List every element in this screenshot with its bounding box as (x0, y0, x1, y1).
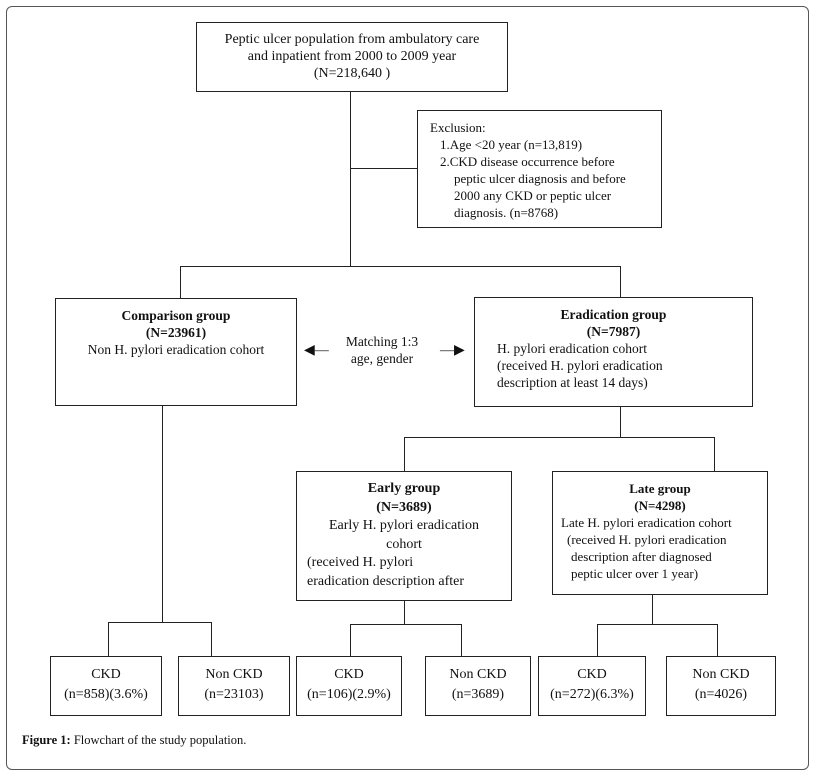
population-line3: (N=218,640 ) (313, 66, 391, 81)
outcome-value: (n=23103) (204, 687, 264, 702)
arrow-left-icon: ◀— (304, 343, 329, 358)
outcome-label: Non CKD (449, 667, 507, 682)
late-n: (N=4298) (634, 498, 686, 513)
figure-frame (6, 6, 809, 770)
comparison-group-box: Comparison group (N=23961) Non H. pylori… (55, 298, 297, 406)
connector (180, 266, 621, 267)
early-group-box: Early group (N=3689) Early H. pylori era… (296, 471, 512, 601)
exclusion-item2-l1: 2.CKD disease occurrence before (440, 154, 615, 169)
early-ckd-box: CKD (n=106)(2.9%) (296, 656, 402, 716)
comparison-desc: Non H. pylori eradication cohort (87, 342, 265, 357)
connector (108, 622, 109, 656)
connector (461, 624, 462, 656)
late-l1: Late H. pylori eradication cohort (561, 515, 732, 530)
connector (714, 437, 715, 471)
outcome-value: (n=858)(3.6%) (64, 687, 148, 702)
connector (404, 601, 405, 624)
caption-label: Figure 1: (22, 733, 71, 747)
connector (652, 595, 653, 624)
eradication-l3: description at least 14 days) (497, 375, 648, 390)
early-title: Early group (367, 481, 441, 496)
eradication-l1: H. pylori eradication cohort (497, 341, 647, 356)
connector (211, 622, 212, 656)
arrow-right-icon: —▶ (440, 343, 465, 358)
population-box: Peptic ulcer population from ambulatory … (196, 22, 508, 92)
eradication-l2: (received H. pylori eradication (497, 358, 663, 373)
early-n: (N=3689) (376, 499, 432, 515)
figure-caption: Figure 1: Flowchart of the study populat… (22, 733, 246, 748)
connector (717, 624, 718, 656)
early-l3: (received H. pylori (307, 555, 414, 570)
connector (162, 406, 163, 622)
eradication-group-box: Eradication group (N=7987) H. pylori era… (474, 297, 753, 407)
exclusion-box: Exclusion: 1.Age <20 year (n=13,819) 2.C… (417, 110, 662, 228)
matching-line2: age, gender (350, 351, 414, 366)
late-group-box: Late group (N=4298) Late H. pylori eradi… (552, 471, 768, 595)
eradication-n: (N=7987) (586, 324, 641, 339)
connector (350, 624, 462, 625)
comparison-non-ckd-box: Non CKD (n=23103) (178, 656, 290, 716)
comparison-ckd-box: CKD (n=858)(3.6%) (50, 656, 162, 716)
matching-label: Matching 1:3 age, gender (326, 333, 438, 367)
outcome-label: CKD (577, 667, 607, 682)
outcome-label: Non CKD (205, 667, 263, 682)
early-l4: eradication description after (307, 573, 465, 589)
early-l1: Early H. pylori eradication (328, 518, 480, 533)
outcome-value: (n=3689) (451, 687, 505, 702)
late-l4: peptic ulcer over 1 year) (571, 566, 699, 581)
connector (597, 624, 718, 625)
population-line2: and inpatient from 2000 to 2009 year (247, 49, 457, 64)
late-l3: description after diagnosed (571, 549, 712, 564)
connector (404, 437, 405, 471)
population-line1: Peptic ulcer population from ambulatory … (224, 32, 480, 47)
connector (597, 624, 598, 656)
connector (108, 622, 212, 623)
eradication-title: Eradication group (560, 307, 667, 322)
late-non-ckd-box: Non CKD (n=4026) (666, 656, 776, 716)
exclusion-item2-l2: peptic ulcer diagnosis and before (454, 171, 626, 186)
outcome-label: CKD (334, 667, 364, 682)
exclusion-title: Exclusion: (430, 120, 486, 135)
exclusion-item1: 1.Age <20 year (n=13,819) (440, 137, 583, 152)
connector (620, 407, 621, 437)
early-non-ckd-box: Non CKD (n=3689) (425, 656, 531, 716)
late-ckd-box: CKD (n=272)(6.3%) (538, 656, 646, 716)
connector (350, 624, 351, 656)
late-title: Late group (629, 481, 691, 496)
connector (350, 168, 417, 169)
outcome-label: CKD (91, 667, 121, 682)
connector (620, 266, 621, 298)
caption-text: Flowchart of the study population. (73, 733, 247, 747)
exclusion-item2-l3: 2000 any CKD or peptic ulcer (454, 188, 612, 203)
connector (180, 266, 181, 298)
late-l2: (received H. pylori eradication (567, 532, 727, 547)
early-l2: cohort (386, 536, 422, 552)
outcome-value: (n=272)(6.3%) (550, 687, 634, 702)
outcome-value: (n=4026) (694, 687, 748, 702)
outcome-label: Non CKD (692, 667, 750, 682)
connector (404, 437, 715, 438)
comparison-n: (N=23961) (145, 325, 207, 340)
comparison-title: Comparison group (121, 308, 231, 323)
exclusion-item2-l4: diagnosis. (n=8768) (454, 205, 559, 220)
connector (350, 92, 351, 266)
matching-line1: Matching 1:3 (345, 334, 419, 349)
outcome-value: (n=106)(2.9%) (307, 687, 391, 702)
